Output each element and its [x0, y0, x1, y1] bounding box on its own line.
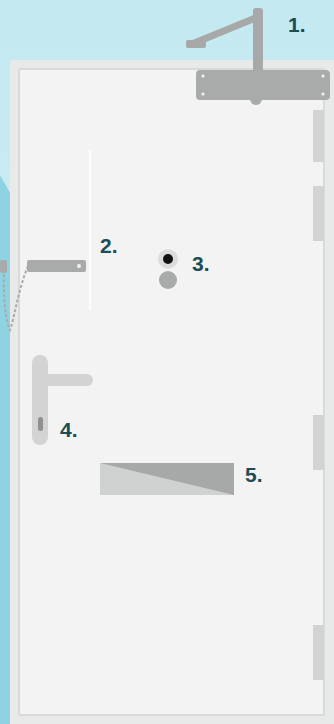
peephole	[158, 249, 178, 289]
callout-number: 4.	[60, 419, 78, 440]
callout-number: 2.	[100, 235, 118, 256]
letterbox	[100, 463, 234, 495]
hinges	[313, 110, 324, 680]
door-frame	[10, 60, 334, 724]
callout-number: 5.	[245, 464, 263, 485]
door-handle	[32, 355, 93, 445]
door-chain	[0, 260, 86, 330]
door-closer	[186, 8, 330, 105]
door-leaf	[19, 69, 324, 715]
callout-number: 3.	[192, 253, 210, 274]
seam-line	[89, 150, 91, 310]
callout-number: 1.	[288, 14, 306, 35]
